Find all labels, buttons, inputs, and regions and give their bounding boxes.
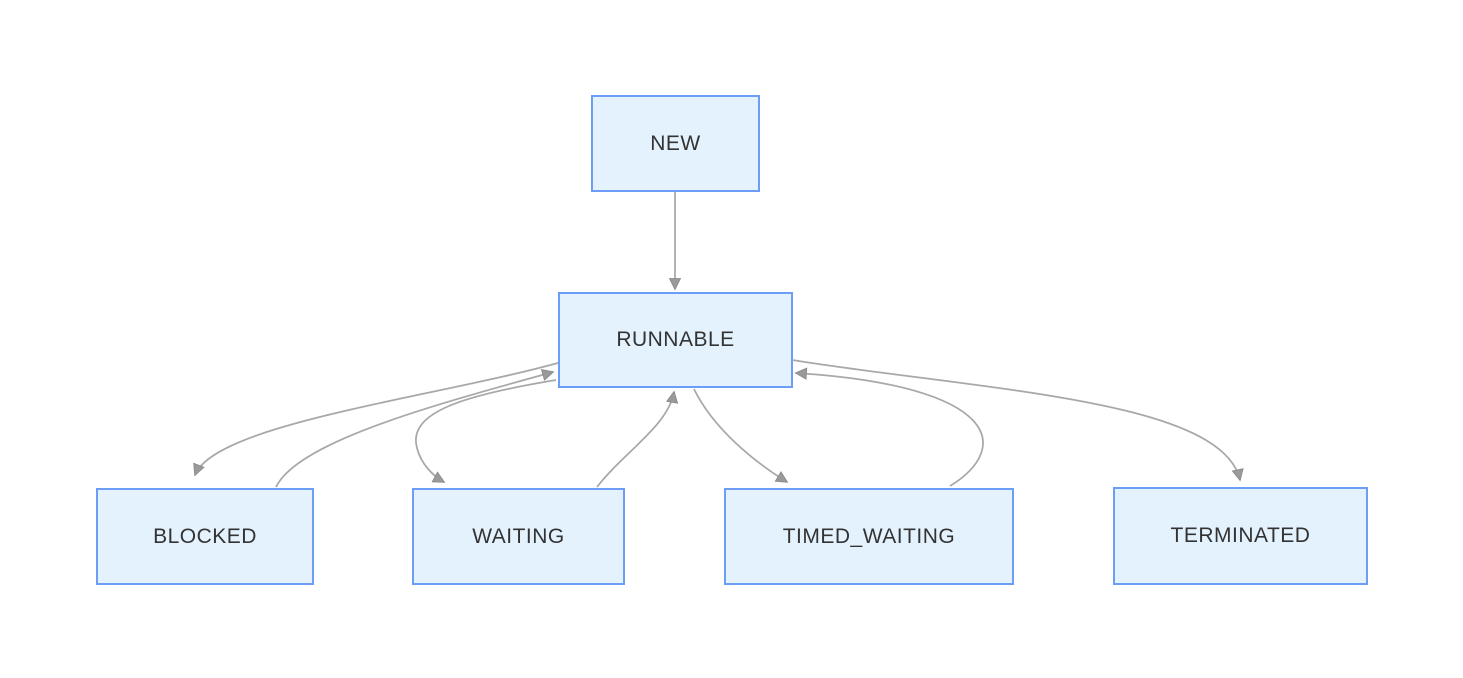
- node-runnable[interactable]: RUNNABLE: [558, 292, 793, 388]
- edge-runnable-to-timed-waiting: [693, 388, 789, 483]
- node-terminated-label: TERMINATED: [1170, 524, 1311, 547]
- node-timed-waiting-label: TIMED_WAITING: [782, 524, 956, 548]
- node-new[interactable]: NEW: [591, 95, 760, 192]
- edge-waiting-to-runnable: [596, 390, 679, 488]
- edge-runnable-to-terminated: [791, 359, 1244, 482]
- node-waiting-label: WAITING: [472, 524, 565, 548]
- node-blocked[interactable]: BLOCKED: [96, 488, 314, 585]
- node-runnable-label: RUNNABLE: [616, 328, 735, 351]
- edge-timed-waiting-to-runnable: [794, 367, 984, 487]
- node-timed-waiting[interactable]: TIMED_WAITING: [724, 488, 1014, 585]
- edge-blocked-to-runnable: [275, 368, 555, 488]
- node-new-label: NEW: [650, 131, 701, 155]
- node-waiting[interactable]: WAITING: [412, 488, 625, 585]
- node-blocked-label: BLOCKED: [153, 524, 257, 548]
- edge-runnable-to-blocked: [193, 362, 559, 477]
- node-terminated[interactable]: TERMINATED: [1113, 487, 1368, 585]
- edge-runnable-to-waiting: [415, 379, 557, 483]
